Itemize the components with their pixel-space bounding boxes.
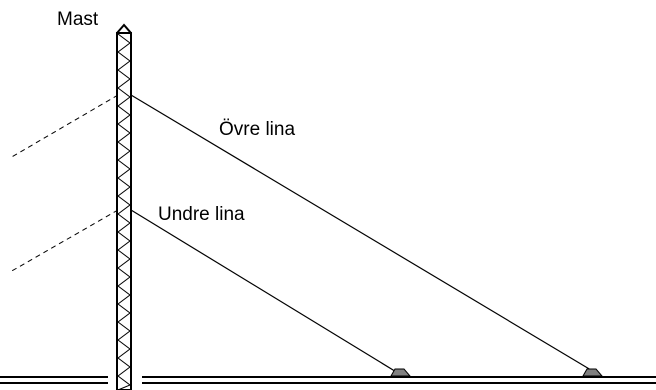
- mast-brace: [117, 375, 131, 386]
- mast-brace: [117, 78, 131, 89]
- mast-brace: [117, 339, 131, 350]
- lower-line-label: Undre lina: [158, 204, 245, 225]
- mast-brace: [117, 267, 131, 278]
- mast-brace: [117, 150, 131, 161]
- mast-brace: [117, 240, 131, 251]
- upper-line-label: Övre lina: [219, 119, 295, 140]
- mast-brace: [117, 195, 131, 206]
- mast-brace: [117, 204, 131, 215]
- mast-brace: [117, 366, 131, 377]
- mast-brace: [117, 258, 131, 269]
- mast-brace: [117, 285, 131, 296]
- mast-brace: [117, 177, 131, 188]
- mast-brace: [117, 69, 131, 80]
- mast-brace: [117, 96, 131, 107]
- mast-brace: [117, 294, 131, 305]
- ground: [0, 376, 656, 384]
- mast-brace: [117, 60, 131, 71]
- mast-top: [116, 23, 132, 34]
- upper-guy-line-dashed: [9, 94, 119, 159]
- mast-brace: [117, 330, 131, 341]
- upper-anchor-block: [582, 368, 604, 377]
- lower-guy-line-dashed: [9, 209, 119, 273]
- mast-brace: [117, 249, 131, 260]
- mast-brace: [117, 357, 131, 368]
- upper-guy-line: [130, 94, 597, 374]
- mast-lattice: [117, 33, 131, 390]
- mast-brace: [117, 87, 131, 98]
- mast-label: Mast: [57, 9, 99, 30]
- mast-brace: [117, 321, 131, 332]
- mast-brace: [117, 42, 131, 53]
- mast-brace: [117, 348, 131, 359]
- mast-brace: [117, 384, 131, 390]
- mast-brace: [117, 303, 131, 314]
- mast-brace: [117, 186, 131, 197]
- mast-brace: [117, 105, 131, 116]
- mast-brace: [117, 123, 131, 134]
- mast-brace: [117, 159, 131, 170]
- mast-brace: [117, 312, 131, 323]
- mast: [116, 23, 132, 390]
- lower-guy-line: [130, 209, 399, 374]
- mast-brace: [117, 276, 131, 287]
- mast-brace: [117, 222, 131, 233]
- mast-brace: [117, 51, 131, 62]
- mast-brace: [117, 213, 131, 224]
- mast-brace: [117, 231, 131, 242]
- mast-brace: [117, 33, 131, 44]
- mast-brace: [117, 114, 131, 125]
- mast-brace: [117, 132, 131, 143]
- mast-brace: [117, 168, 131, 179]
- mast-brace: [117, 141, 131, 152]
- lower-anchor-block: [390, 368, 412, 377]
